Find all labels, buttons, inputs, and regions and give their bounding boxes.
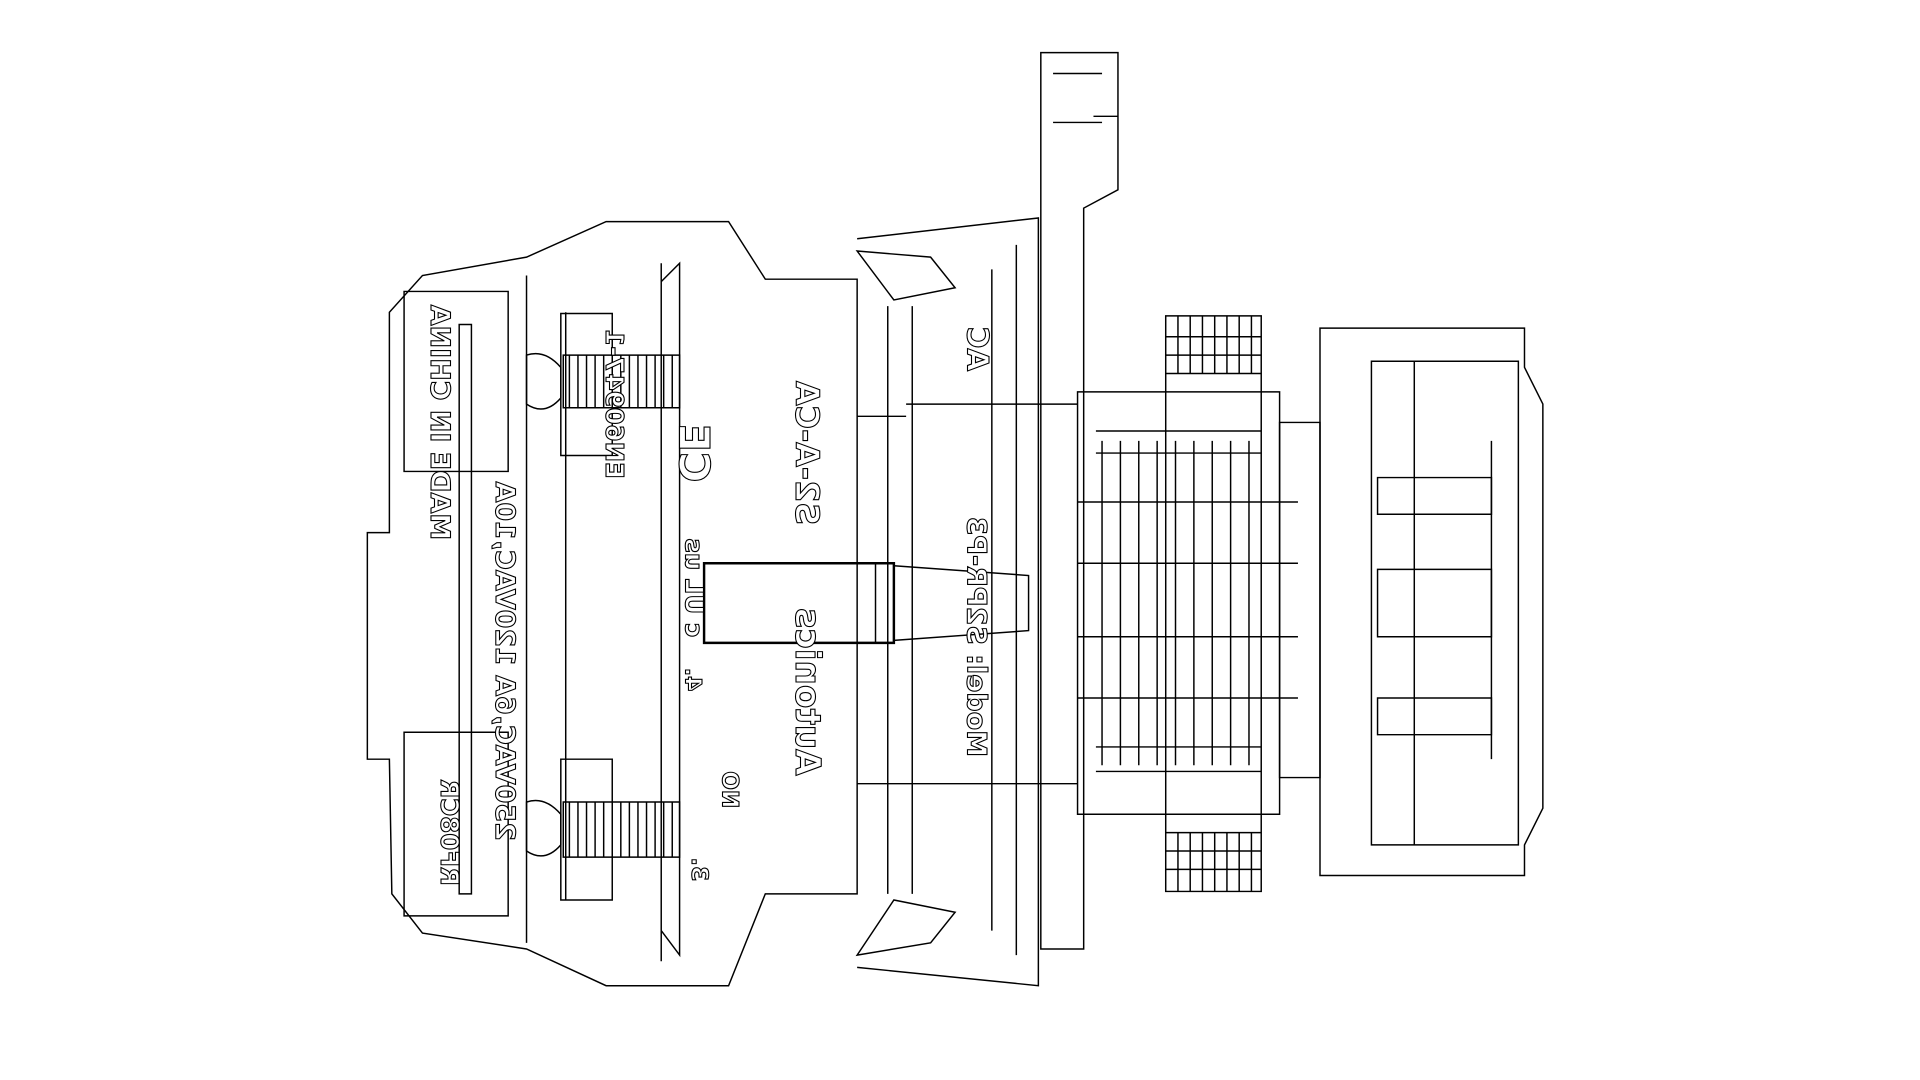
mounting-adapter <box>855 217 1078 987</box>
model-label: Model: S2PR-P3 <box>960 517 991 757</box>
actuator-plunger <box>702 562 1030 645</box>
terminal-4-label: 4. <box>680 668 705 692</box>
code-label: RF08CR <box>435 779 464 886</box>
standard-label: EN60947-1 <box>600 329 629 479</box>
terminal-3-label: 3. <box>686 858 711 882</box>
bezel-flange <box>1040 51 1119 950</box>
contact-block <box>366 220 858 987</box>
made-in-label: MADE IN CHINA <box>424 305 455 540</box>
threaded-body <box>1076 391 1298 816</box>
extra-label: AC <box>960 327 994 371</box>
lock-nut <box>1164 315 1262 893</box>
terminal-screw-bottom <box>525 799 681 858</box>
terminal-screw-top <box>525 352 681 410</box>
ce-mark: CE <box>670 424 719 483</box>
brand-label: Autonics <box>787 608 827 776</box>
button-cap <box>1278 327 1544 877</box>
contact-type-label: NO <box>716 771 741 808</box>
rating-label: 250VAC,6A 120VAC,10A <box>489 481 520 840</box>
ul-mark: c UL us <box>680 538 709 637</box>
text-labels: MADE IN CHINA 250VAC,6A 120VAC,10A RF08C… <box>423 304 994 886</box>
part-label: S2-A-CA <box>788 381 826 525</box>
